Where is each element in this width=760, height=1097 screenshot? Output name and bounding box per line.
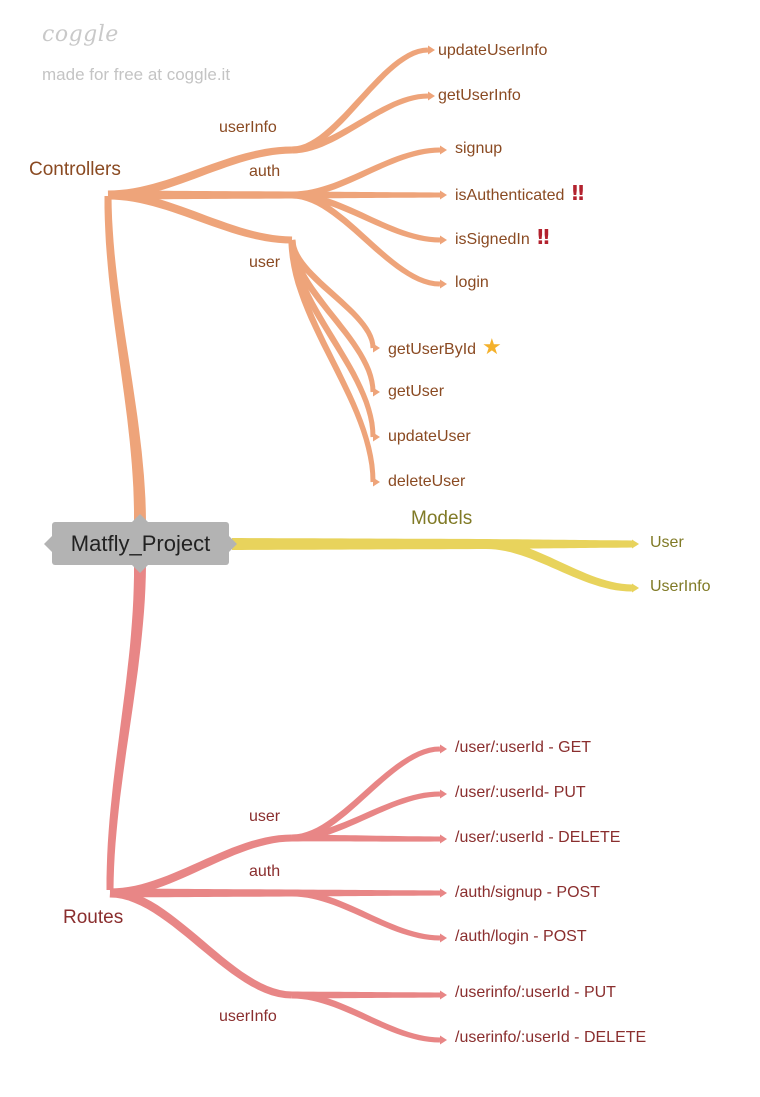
arrow-route-auth-login: [440, 933, 447, 943]
double-exclamation-icon: !!: [570, 181, 585, 205]
root-top-notch: [132, 514, 148, 522]
arrow-getuser: [373, 387, 380, 397]
branch-controllers-auth: [108, 190, 292, 200]
leaf-route-userinfo-put[interactable]: /userinfo/:userId - PUT: [455, 984, 616, 1001]
routes-user-node[interactable]: user: [249, 808, 281, 825]
branch-root-routes: [106, 564, 146, 890]
leaf-updateuserinfo[interactable]: updateUserInfo: [438, 42, 548, 59]
leaf-route-auth-login[interactable]: /auth/login - POST: [455, 928, 587, 945]
branch-route-auth-login: [291, 889, 441, 941]
arrow-login: [440, 279, 447, 289]
leaf-getuserbyid[interactable]: getUserById ★: [388, 335, 502, 360]
branch-root-models: [232, 538, 486, 550]
controllers-auth-node[interactable]: auth: [249, 163, 281, 180]
branch-routes-userinfo: [109, 888, 293, 999]
leaf-getuserinfo[interactable]: getUserInfo: [438, 87, 521, 104]
arrow-getuserinfo: [428, 91, 435, 101]
leaf-issignedin-label: isSignedIn: [455, 231, 530, 248]
root-left-notch: [44, 536, 52, 552]
branch-isauthenticated: [292, 191, 440, 199]
leaf-route-user-get[interactable]: /user/:userId - GET: [455, 739, 592, 756]
arrow-model-userinfo: [632, 583, 639, 593]
routes-userinfo-node[interactable]: userInfo: [219, 1008, 277, 1025]
leaf-route-user-put[interactable]: /user/:userId- PUT: [455, 784, 586, 801]
double-exclamation-icon: !!: [535, 225, 551, 249]
arrow-route-userinfo-put: [440, 990, 447, 1000]
models-node[interactable]: Models: [411, 508, 473, 529]
branch-controllers-user: [107, 190, 293, 244]
arrow-isauthenticated: [440, 190, 447, 200]
controllers-userinfo-node[interactable]: userInfo: [219, 119, 277, 136]
branch-updateuserinfo: [291, 47, 429, 154]
leaf-route-user-delete[interactable]: /user/:userId - DELETE: [455, 829, 621, 846]
branch-updateuser: [288, 239, 376, 438]
leaf-model-userinfo[interactable]: UserInfo: [650, 578, 711, 595]
branch-route-user-get: [291, 746, 441, 842]
branch-issignedin: [291, 191, 441, 243]
branch-controllers-userinfo: [107, 146, 293, 200]
leaf-signup[interactable]: signup: [455, 140, 503, 157]
branch-getuser: [288, 239, 376, 393]
star-icon: ★: [482, 335, 502, 360]
leaf-getuserbyid-label: getUserById: [388, 341, 477, 358]
branch-route-userinfo-put: [292, 991, 440, 999]
leaf-isauthenticated-label: isAuthenticated: [455, 187, 565, 204]
arrow-model-user: [632, 539, 639, 549]
arrow-route-user-delete: [440, 834, 447, 844]
branch-root-controllers: [104, 196, 146, 523]
controllers-node[interactable]: Controllers: [29, 159, 121, 180]
leaf-isauthenticated[interactable]: isAuthenticated!!: [455, 181, 586, 206]
branch-route-user-delete: [292, 834, 440, 842]
branch-route-user-put: [291, 791, 441, 842]
branch-signup: [291, 147, 441, 199]
arrow-getuserbyid: [373, 343, 380, 353]
coggle-tagline: made for free at coggle.it: [42, 65, 231, 84]
leaf-updateuser[interactable]: updateUser: [388, 428, 471, 445]
leaf-model-user[interactable]: User: [650, 534, 684, 551]
leaf-route-userinfo-delete[interactable]: /userinfo/:userId - DELETE: [455, 1029, 647, 1046]
branch-login: [291, 191, 441, 287]
controllers-user-node[interactable]: user: [249, 254, 281, 271]
routes-auth-node[interactable]: auth: [249, 863, 281, 880]
branch-getuserinfo: [291, 93, 429, 154]
root-node[interactable]: Matfly_Project: [52, 522, 229, 565]
leaf-issignedin[interactable]: isSignedIn!!: [455, 225, 551, 250]
root-node-label: Matfly_Project: [70, 531, 211, 556]
coggle-logo: coggle: [42, 22, 119, 47]
branch-getuserbyid: [288, 239, 376, 349]
arrow-route-user-get: [440, 744, 447, 754]
leaf-login[interactable]: login: [455, 274, 489, 291]
arrow-signup: [440, 145, 447, 155]
branch-routes-auth: [110, 888, 292, 898]
branch-route-userinfo-delete: [291, 991, 441, 1043]
arrow-updateuserinfo: [428, 45, 435, 55]
branch-routes-user: [109, 834, 293, 898]
branch-route-auth-signup: [292, 889, 440, 897]
branch-model-userinfo: [485, 539, 633, 592]
arrow-route-auth-signup: [440, 888, 447, 898]
arrow-issignedin: [440, 235, 447, 245]
root-right-notch: [229, 536, 237, 552]
arrow-deleteuser: [373, 477, 380, 487]
leaf-route-auth-signup[interactable]: /auth/signup - POST: [455, 884, 600, 901]
root-bottom-notch: [132, 565, 148, 573]
leaf-deleteuser[interactable]: deleteUser: [388, 473, 466, 490]
arrow-route-userinfo-delete: [440, 1035, 447, 1045]
arrow-updateuser: [373, 432, 380, 442]
arrow-route-user-put: [440, 789, 447, 799]
branch-deleteuser: [288, 239, 376, 483]
routes-node[interactable]: Routes: [63, 907, 124, 928]
leaf-getuser[interactable]: getUser: [388, 383, 445, 400]
